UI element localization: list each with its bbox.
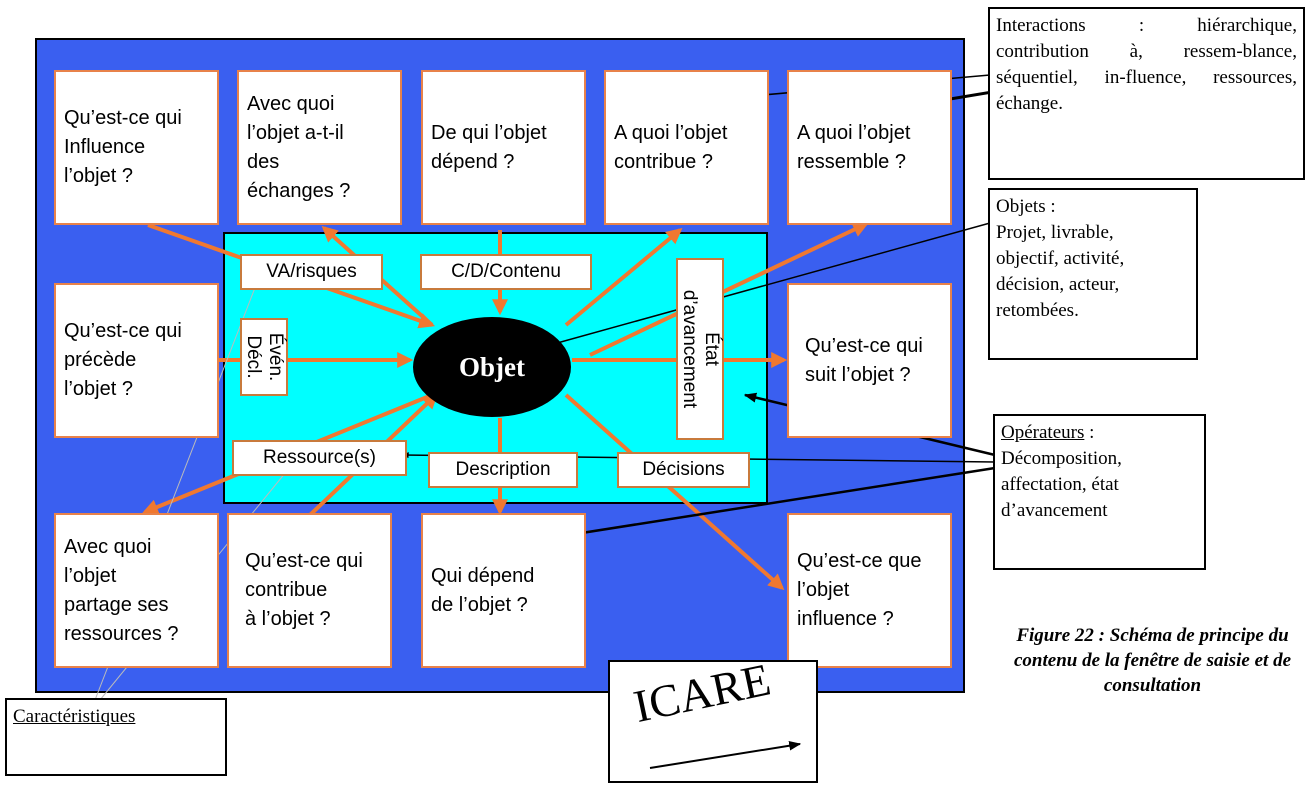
- note-caracteristiques: Caractéristiques: [5, 698, 227, 776]
- label-even-decl: Évén. Décl.: [240, 318, 288, 396]
- box-qui-influence: Qu’est-ce qui Influence l’objet ?: [54, 70, 219, 225]
- label-ressources: Ressource(s): [232, 440, 407, 476]
- box-contribue-a: Qu’est-ce qui contribue à l’objet ?: [227, 513, 392, 668]
- label-va-risques: VA/risques: [240, 254, 383, 290]
- label-cd-contenu: C/D/Contenu: [420, 254, 592, 290]
- note-interactions: Interactions : hiérarchique, contributio…: [988, 7, 1305, 180]
- box-de-qui-depend: De qui l’objet dépend ?: [421, 70, 586, 225]
- figure-caption: Figure 22 : Schéma de principe du conten…: [1013, 625, 1292, 696]
- icare-logo-arrow: [649, 740, 802, 769]
- box-qui-depend: Qui dépend de l’objet ?: [421, 513, 586, 668]
- box-contribue: A quoi l’objet contribue ?: [604, 70, 769, 225]
- box-precede: Qu’est-ce qui précède l’objet ?: [54, 283, 219, 438]
- box-partage: Avec quoi l’objet partage ses ressources…: [54, 513, 219, 668]
- note-operateurs: Opérateurs : Décomposition, affectation,…: [993, 414, 1206, 570]
- icare-logo: ICARE: [608, 653, 818, 783]
- note-objets: Objets : Projet, livrable, objectif, act…: [988, 188, 1198, 360]
- box-suit: Qu’est-ce qui suit l’objet ?: [787, 283, 952, 438]
- label-etat-avancement: État d’avancement: [676, 258, 724, 440]
- box-echanges: Avec quoi l’objet a-t-il des échanges ?: [237, 70, 402, 225]
- operateurs-text: : Décomposition, affectation, état d’ava…: [1001, 422, 1122, 521]
- box-influence-out: Qu’est-ce que l’objet influence ?: [787, 513, 952, 668]
- caracteristiques-label: Caractéristiques: [13, 706, 136, 727]
- label-decisions: Décisions: [617, 452, 750, 488]
- label-description: Description: [428, 452, 578, 488]
- center-objet: Objet: [413, 317, 571, 417]
- operateurs-title: Opérateurs: [1001, 422, 1085, 443]
- box-ressemble: A quoi l’objet ressemble ?: [787, 70, 952, 225]
